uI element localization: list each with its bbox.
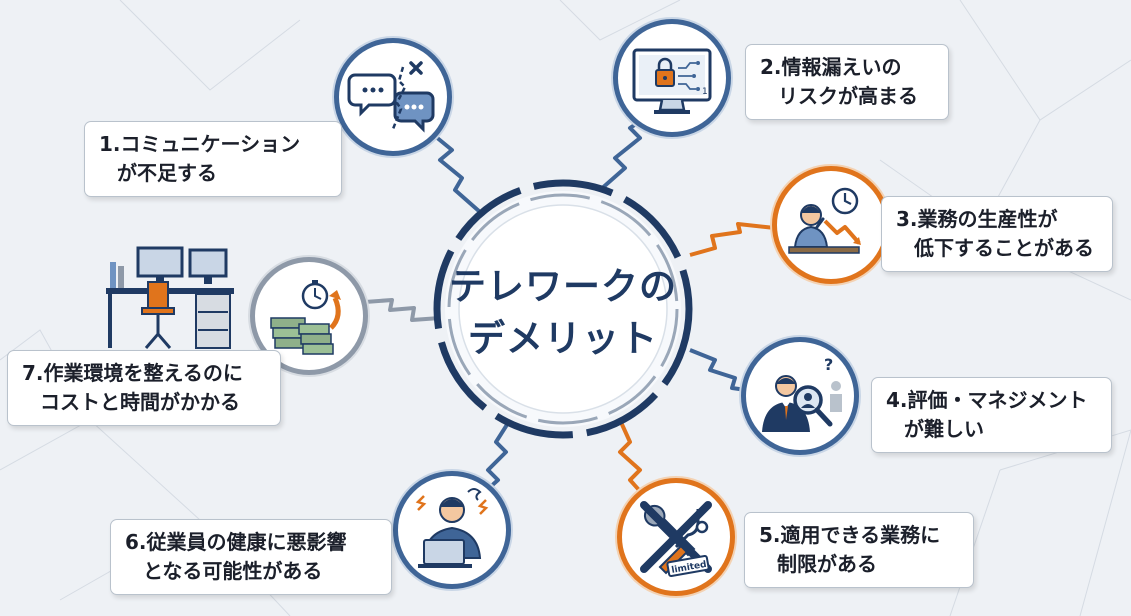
connector-7 bbox=[364, 298, 441, 322]
node-circle-4: ? bbox=[741, 337, 859, 455]
hub-title-line1: テレワークの bbox=[449, 265, 677, 308]
label-3: 3.業務の生産性が 低下することがある bbox=[881, 196, 1113, 272]
label-4-line1: 4.評価・マネジメント bbox=[886, 388, 1088, 412]
stressed-worker-clock-icon bbox=[788, 187, 861, 254]
connector-5 bbox=[618, 419, 650, 502]
connector-6 bbox=[468, 418, 512, 507]
label-1-line1: 1.コミュニケーション bbox=[99, 132, 301, 156]
label-6-line1: 6.従業員の健康に悪影響 bbox=[125, 530, 347, 554]
node-circle-5: limited bbox=[617, 478, 735, 596]
connector-1 bbox=[428, 130, 482, 214]
label-6-line2: となる可能性がある bbox=[143, 559, 323, 583]
svg-text:?: ? bbox=[824, 355, 833, 374]
stressed-laptop-user-icon bbox=[415, 488, 489, 568]
label-3-line2: 低下することがある bbox=[914, 236, 1094, 260]
hub-title-line2: デメリット bbox=[468, 317, 658, 360]
label-2: 2.情報漏えいの リスクが高まる bbox=[745, 44, 949, 120]
node-circle-2: 1 bbox=[613, 19, 731, 137]
label-2-line2: リスクが高まる bbox=[778, 84, 918, 108]
node-circle-6 bbox=[393, 471, 511, 589]
chat-bubbles-icon bbox=[347, 61, 435, 133]
connector-4 bbox=[689, 348, 761, 394]
label-4-line2: が難しい bbox=[904, 417, 984, 441]
node-circle-7 bbox=[250, 257, 368, 375]
label-5-line1: 5.適用できる業務に bbox=[759, 523, 941, 547]
node-circle-3 bbox=[772, 166, 890, 284]
central-hub: テレワークの デメリット bbox=[428, 178, 698, 440]
hub-ring bbox=[433, 179, 693, 439]
label-1: 1.コミュニケーション が不足する bbox=[84, 121, 342, 197]
label-3-line1: 3.業務の生産性が bbox=[896, 207, 1058, 231]
label-4: 4.評価・マネジメント が難しい bbox=[871, 377, 1112, 453]
label-2-line1: 2.情報漏えいの bbox=[760, 55, 902, 79]
monitor-digit: 1 bbox=[702, 87, 708, 97]
magnifier-person-icon: ? bbox=[762, 355, 842, 432]
label-5: 5.適用できる業務に 制限がある bbox=[744, 512, 974, 588]
node-circle-1 bbox=[334, 38, 452, 156]
crossed-tools-icon: limited bbox=[640, 501, 712, 578]
label-7: 7.作業環境を整えるのに コストと時間がかかる bbox=[7, 350, 281, 426]
label-7-line1: 7.作業環境を整えるのに bbox=[22, 361, 243, 385]
label-1-line2: が不足する bbox=[117, 161, 217, 185]
label-6: 6.従業員の健康に悪影響 となる可能性がある bbox=[110, 519, 392, 595]
label-5-line2: 制限がある bbox=[777, 552, 877, 576]
label-7-line2: コストと時間がかかる bbox=[40, 390, 240, 414]
money-stopwatch-icon bbox=[270, 280, 341, 355]
office-desk-illustration bbox=[106, 246, 234, 349]
monitor-lock-icon: 1 bbox=[632, 48, 712, 114]
connector-3 bbox=[689, 222, 776, 257]
